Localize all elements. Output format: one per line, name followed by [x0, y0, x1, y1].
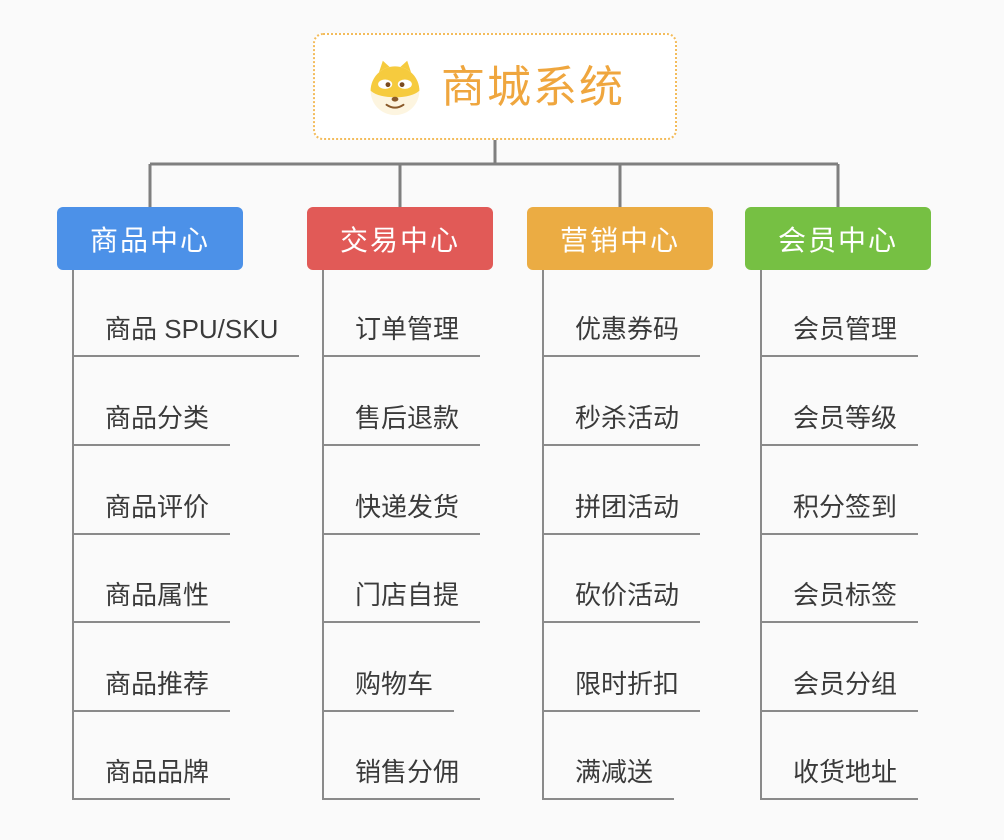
leaf-node[interactable]: 商品属性	[72, 575, 231, 623]
leaf-node[interactable]: 砍价活动	[542, 575, 701, 623]
leaf-node[interactable]: 秒杀活动	[542, 398, 701, 446]
branch-label: 商品中心	[89, 224, 210, 256]
leaf-node[interactable]: 会员管理	[760, 309, 919, 357]
branch-node-4[interactable]: 会员中心	[745, 207, 931, 270]
leaf-node[interactable]: 限时折扣	[542, 664, 701, 712]
leaf-node[interactable]: 商品 SPU/SKU	[72, 309, 300, 357]
leaf-node[interactable]: 会员分组	[760, 664, 919, 712]
leaf-node[interactable]: 商品品牌	[72, 752, 231, 800]
leaf-node[interactable]: 商品推荐	[72, 664, 231, 712]
leaf-node[interactable]: 快递发货	[322, 487, 481, 535]
leaf-node[interactable]: 会员标签	[760, 575, 919, 623]
doge-icon	[370, 60, 420, 115]
root-node-title: 商城系统	[441, 62, 625, 112]
leaf-node[interactable]: 商品评价	[72, 487, 231, 535]
branch-label: 会员中心	[777, 224, 898, 256]
leaf-node[interactable]: 收货地址	[760, 752, 919, 800]
leaf-node[interactable]: 门店自提	[322, 575, 481, 623]
leaf-node[interactable]: 拼团活动	[542, 487, 701, 535]
branch-label: 营销中心	[559, 224, 680, 256]
leaf-node[interactable]: 会员等级	[760, 398, 919, 446]
leaf-node[interactable]: 订单管理	[322, 309, 481, 357]
leaf-node[interactable]: 购物车	[322, 664, 455, 712]
leaf-node[interactable]: 销售分佣	[322, 752, 481, 800]
branch-node-3[interactable]: 营销中心	[527, 207, 713, 270]
branch-label: 交易中心	[339, 224, 460, 256]
leaf-node[interactable]: 优惠券码	[542, 309, 701, 357]
leaf-node[interactable]: 满减送	[542, 752, 675, 800]
leaf-node[interactable]: 积分签到	[760, 487, 919, 535]
branch-node-2[interactable]: 交易中心	[307, 207, 493, 270]
root-node-mall-system[interactable]: 商城系统	[313, 33, 677, 140]
leaf-node[interactable]: 售后退款	[322, 398, 481, 446]
branch-node-1[interactable]: 商品中心	[57, 207, 243, 270]
leaf-node[interactable]: 商品分类	[72, 398, 231, 446]
